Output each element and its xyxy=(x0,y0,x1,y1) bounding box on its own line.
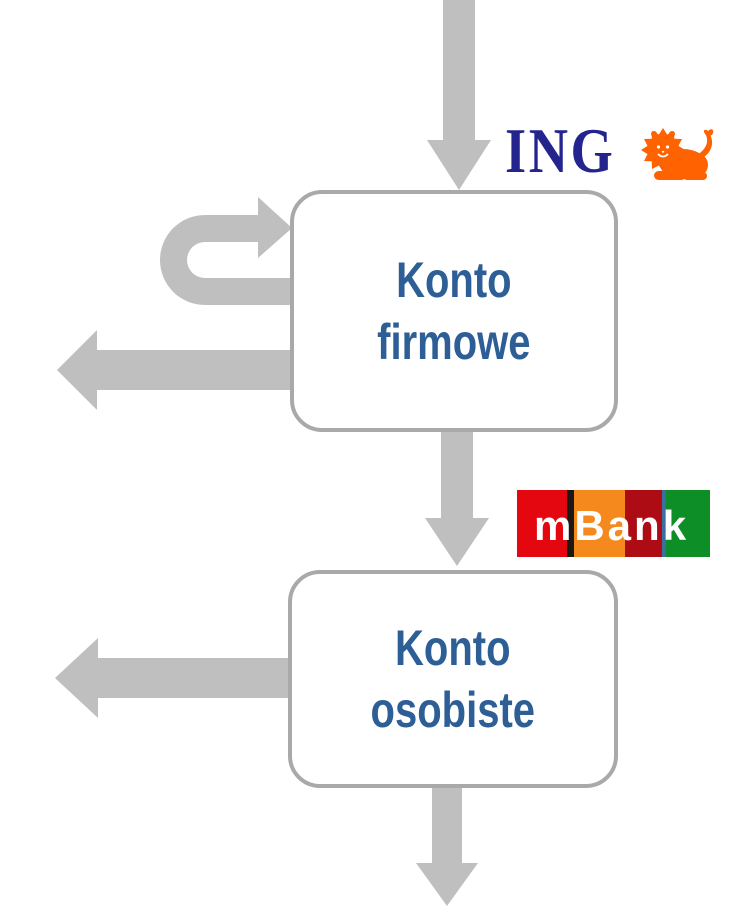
mbank-block-red xyxy=(517,490,567,557)
mbank-block-green xyxy=(666,490,710,557)
node-konto-osobiste-label: Konto osobiste xyxy=(371,617,535,741)
mbank-logo: mBank xyxy=(517,490,710,557)
arrow-in-top-icon xyxy=(427,0,491,190)
arrow-out-osobiste-left-icon xyxy=(55,638,292,718)
node-label-line2: firmowe xyxy=(377,314,531,370)
mbank-block-maroon xyxy=(625,490,662,557)
node-konto-firmowe-label: Konto firmowe xyxy=(377,249,530,373)
mbank-block-orange xyxy=(574,490,625,557)
node-label-line1: Konto xyxy=(396,252,512,308)
mbank-block-blue xyxy=(662,490,666,557)
mbank-wordmark: mBank xyxy=(534,502,689,549)
arrow-out-firmowe-left-icon xyxy=(57,330,292,410)
ing-wordmark: ING xyxy=(505,115,616,186)
mbank-block-black xyxy=(567,490,574,557)
node-konto-osobiste: Konto osobiste xyxy=(288,570,618,788)
ing-lion-face xyxy=(656,145,670,158)
arrow-out-bottom-icon xyxy=(416,788,478,906)
node-label-line2: osobiste xyxy=(370,682,536,738)
ing-logo: ING xyxy=(505,116,720,186)
node-label-line1: Konto xyxy=(395,620,511,676)
arrow-loopback-icon xyxy=(160,197,292,305)
node-konto-firmowe: Konto firmowe xyxy=(290,190,618,432)
arrow-firmowe-to-osobiste-icon xyxy=(425,430,489,566)
ing-lion-icon xyxy=(641,128,714,180)
